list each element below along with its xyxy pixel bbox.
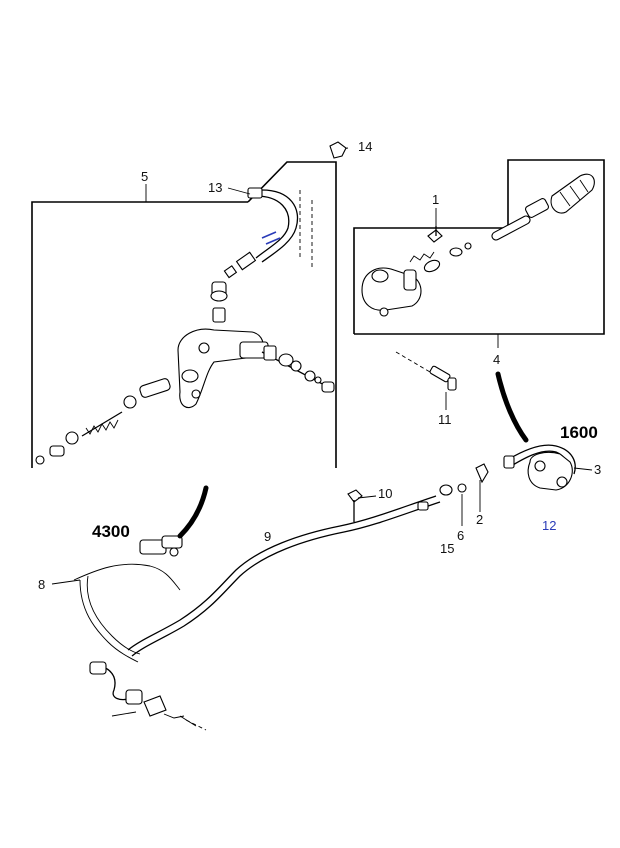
label-9: 9	[264, 529, 271, 544]
reservoir-hose	[247, 187, 299, 263]
leader-lines	[51, 147, 593, 585]
label-15: 15	[440, 541, 454, 556]
reservoir-connector-parts	[210, 190, 313, 323]
label-10: 10	[378, 486, 392, 501]
label-11: 11	[438, 412, 452, 427]
variant-label-1600: 1600	[560, 423, 598, 442]
release-cylinder-1600	[503, 444, 576, 491]
bolt-14	[329, 141, 347, 159]
label-4: 4	[493, 352, 500, 367]
label-14: 14	[358, 139, 372, 154]
label-2: 2	[476, 512, 483, 527]
master-cylinder-body	[177, 328, 269, 409]
label-6: 6	[457, 528, 464, 543]
master-cylinder-internals	[35, 378, 171, 465]
release-cylinder-parts	[361, 173, 595, 317]
variant-label-4300: 4300	[92, 522, 130, 541]
clutch-tube-assembly	[73, 495, 441, 731]
fittings-group	[347, 463, 489, 522]
label-8: 8	[38, 577, 45, 592]
master-cylinder-pushrod	[261, 345, 335, 393]
label-1: 1	[432, 192, 439, 207]
master-cylinder-frame	[31, 161, 337, 468]
bolt-11	[395, 351, 457, 391]
part-labels: 5 13 14 1 4 11 10 6 15 2 3 12 9 8 1600 4…	[38, 139, 601, 592]
callout-arrows	[177, 371, 529, 539]
release-cylinder-frame	[353, 159, 605, 335]
label-13: 13	[208, 180, 222, 195]
label-3: 3	[594, 462, 601, 477]
label-12: 12	[542, 518, 556, 533]
label-5: 5	[141, 169, 148, 184]
